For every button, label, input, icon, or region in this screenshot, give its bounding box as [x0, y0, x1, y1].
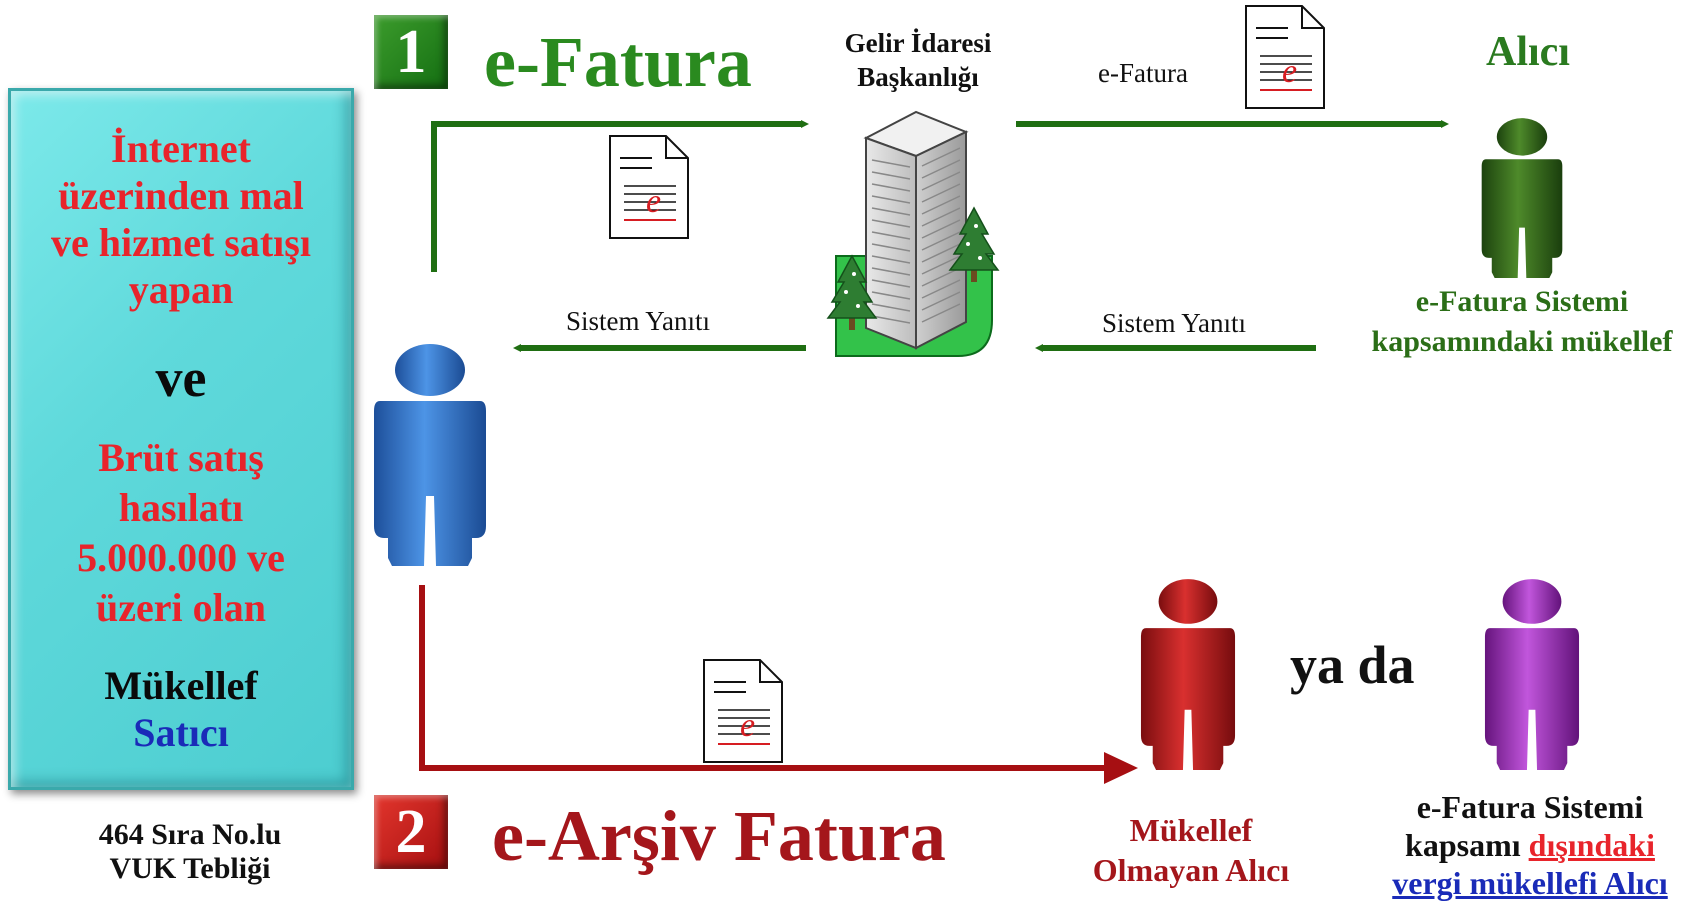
document-icon: e [703, 659, 783, 763]
gib-line: Gelir İdaresi [844, 28, 992, 58]
person-icon [1481, 118, 1563, 278]
building-window-stripe [921, 291, 961, 311]
panel-line: üzeri olan [96, 585, 266, 630]
building-window-stripe [921, 219, 961, 239]
document-icon: e [609, 135, 689, 239]
building-icon [827, 110, 999, 357]
outside-line-2-prefix: kapsamı [1405, 827, 1521, 863]
doc-letter: e [1282, 53, 1297, 90]
panel-line: yapan [128, 267, 234, 312]
receiver-line: kapsamındaki mükellef [1371, 325, 1673, 358]
efatura-arrow-label: e-Fatura [1098, 58, 1188, 88]
receiver-line: e-Fatura Sistemi [1415, 285, 1629, 318]
building-window-stripe [921, 159, 961, 179]
or-label: ya da [1290, 635, 1415, 695]
section-number-2: 2 [374, 795, 448, 869]
building-window-stripe [871, 219, 911, 228]
document-icon: e [1245, 5, 1325, 109]
building-window-stripe [921, 255, 961, 275]
building-window-stripe [871, 231, 911, 240]
building-window-stripe [871, 279, 911, 288]
receiver-description: e-Fatura Sistemi kapsamındaki mükellef [1322, 282, 1708, 362]
doc-letter: e [646, 183, 661, 220]
arrow-seller-to-gib [431, 120, 809, 272]
building-window-stripe [871, 303, 911, 312]
person-icon [1140, 579, 1236, 770]
outside-line-3: vergi mükellefi Alıcı [1392, 865, 1668, 901]
panel-line: İnternet [111, 126, 251, 171]
building-window-stripe [921, 231, 961, 251]
panel-connector: ve [155, 348, 207, 408]
building-window-stripe [921, 195, 961, 215]
sistem-yaniti-label-right: Sistem Yanıtı [1102, 308, 1247, 338]
panel-criteria-text-1: İnternet üzerinden mal ve hizmet satışı … [11, 125, 351, 313]
building-window-stripe [871, 243, 911, 252]
outside-line-1: e-Fatura Sistemi [1416, 789, 1644, 825]
outside-line-2-highlight: dışındaki [1528, 827, 1655, 863]
building-window-stripe [871, 159, 911, 168]
building-window-stripe [871, 291, 911, 300]
building-window-stripe [871, 255, 911, 264]
panel-line: hasılatı [118, 485, 244, 530]
receiver-title: Alıcı [1486, 29, 1570, 75]
gib-line: Başkanlığı [857, 62, 979, 92]
building-window-stripe [871, 315, 911, 324]
section-number-1: 1 [374, 15, 448, 89]
regulation-reference: 464 Sıra No.lu VUK Tebliği [40, 818, 340, 886]
panel-line: üzerinden mal [58, 173, 304, 218]
non-registered-receiver-label: Mükellef Olmayan Alıcı [1058, 810, 1324, 890]
non-registered-line: Olmayan Alıcı [1092, 852, 1290, 888]
building-window-stripe [871, 207, 911, 216]
doc-letter: e [740, 707, 755, 744]
building-window-stripe [921, 279, 961, 299]
building-window-stripe [921, 243, 961, 263]
outside-system-receiver-label: e-Fatura Sistemi kapsamı dışındaki vergi… [1352, 788, 1708, 902]
panel-line: ve hizmet satışı [51, 220, 311, 265]
person-icon [374, 344, 486, 566]
panel-line: 5.000.000 ve [77, 535, 285, 580]
outside-line-2: kapsamı dışındaki [1352, 826, 1708, 864]
criteria-panel: İnternet üzerinden mal ve hizmet satışı … [8, 88, 354, 790]
regulation-line: VUK Tebliği [109, 852, 271, 885]
building-window-stripe [921, 207, 961, 227]
arrow-head-red [1104, 752, 1138, 784]
building-window-stripe [921, 147, 961, 167]
regulation-line: 464 Sıra No.lu [98, 818, 282, 851]
section-title-efatura: e-Fatura [484, 22, 752, 102]
gib-label: Gelir İdaresi Başkanlığı [808, 26, 1028, 94]
building-window-stripe [921, 267, 961, 287]
building-window-stripe [871, 171, 911, 180]
panel-criteria-text-2: Brüt satış hasılatı 5.000.000 ve üzeri o… [11, 433, 351, 633]
building-window-stripe [921, 171, 961, 191]
section-title-earsiv: e-Arşiv Fatura [492, 796, 946, 876]
building-window-stripe [921, 303, 961, 323]
building-window-stripe [871, 183, 911, 192]
panel-line: Brüt satış [98, 435, 264, 480]
building-window-stripe [921, 183, 961, 203]
panel-satici: Satıcı [133, 710, 229, 755]
panel-mukellef: Mükellef [104, 663, 258, 708]
arrow-seller-to-non-registered [419, 585, 1108, 771]
person-icon [1484, 579, 1580, 770]
building-window-stripe [871, 267, 911, 276]
sistem-yaniti-label-left: Sistem Yanıtı [566, 306, 711, 336]
non-registered-line: Mükellef [1129, 812, 1253, 848]
building-window-stripe [871, 195, 911, 204]
